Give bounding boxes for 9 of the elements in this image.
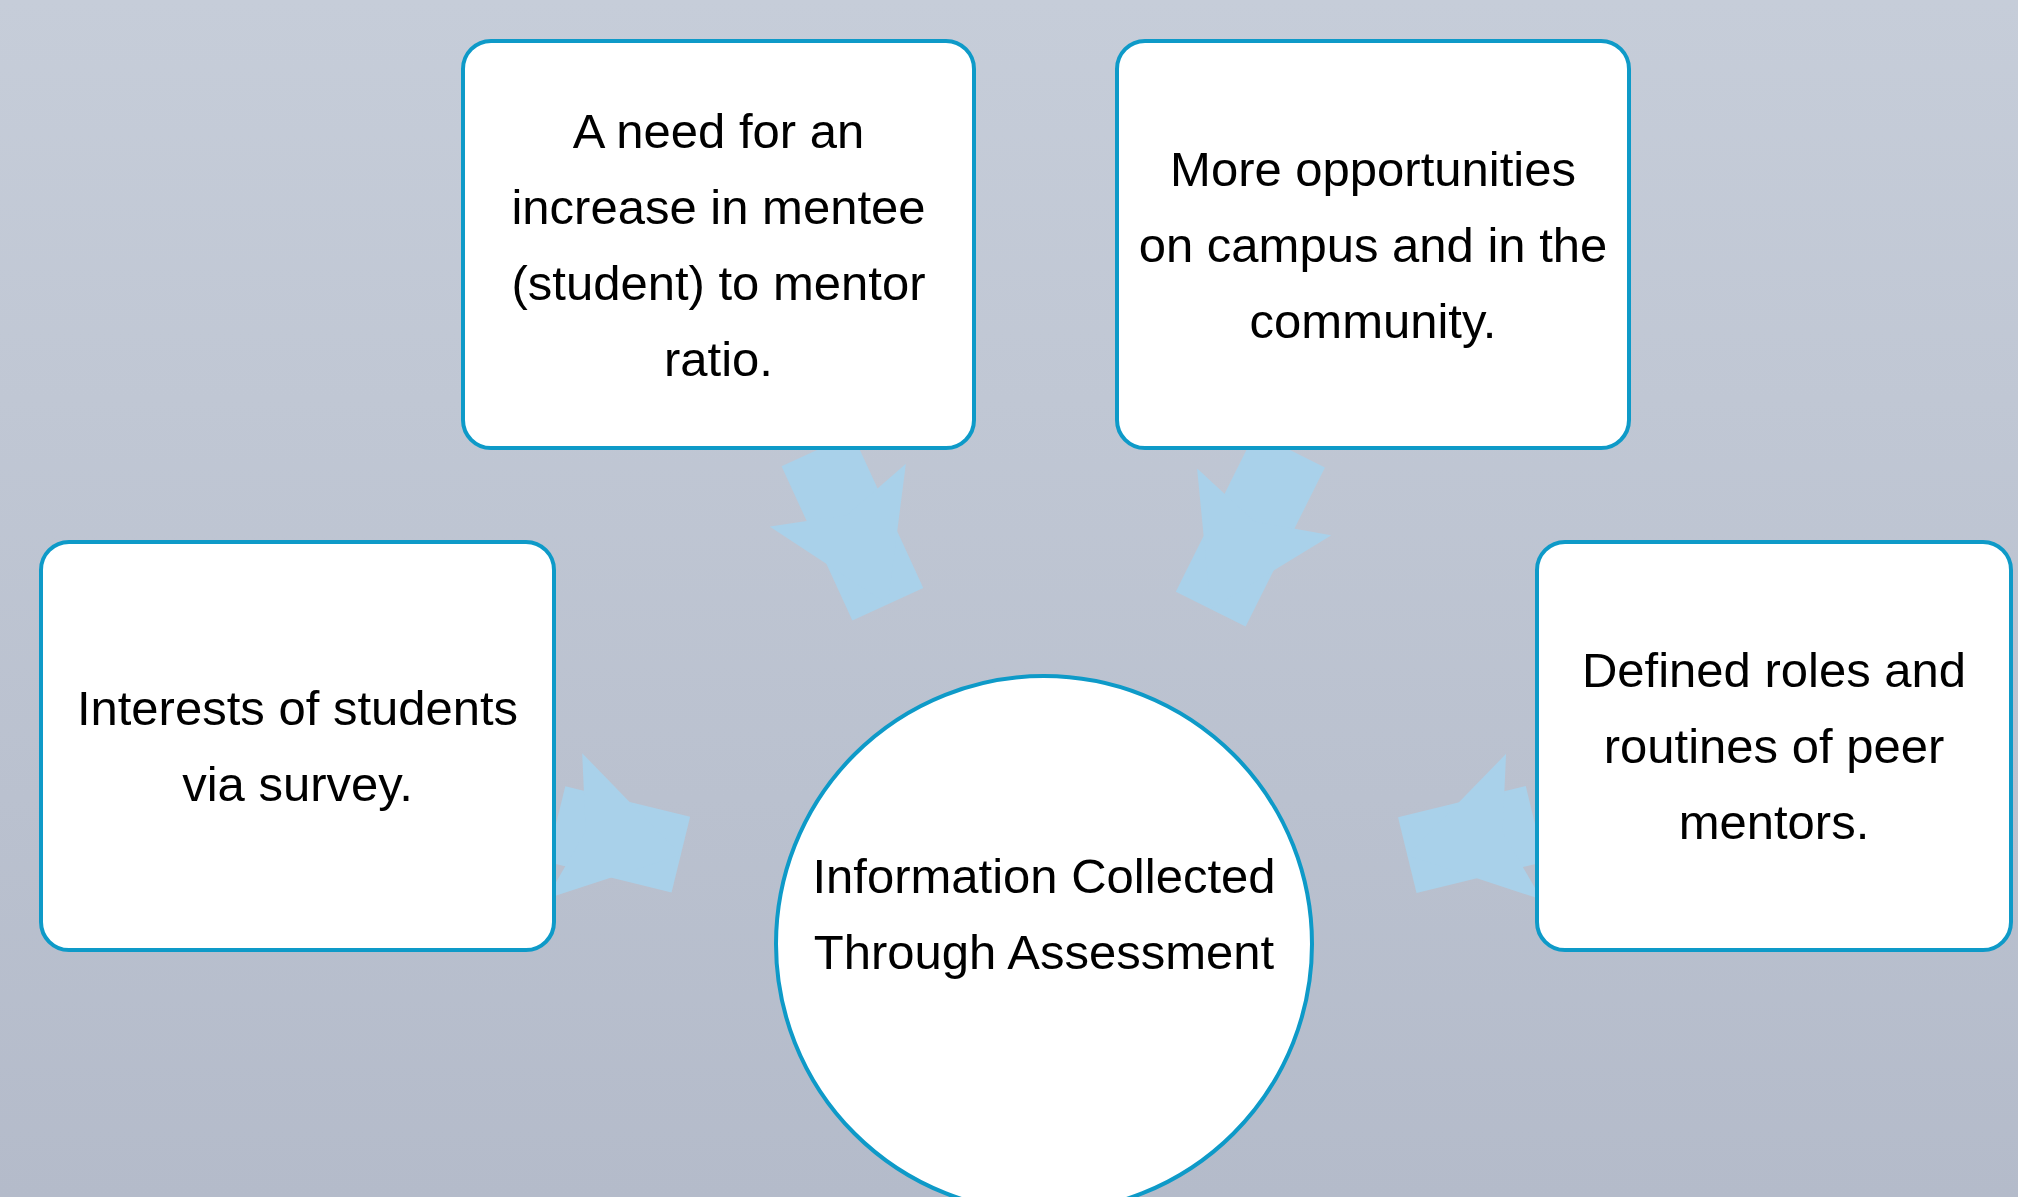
node-text: Defined roles and routines of peer mentors.: [1580, 642, 1968, 851]
node-text: A need for an increase in mentee (student) to mentor ratio.: [510, 102, 927, 388]
node-text: Information Collected Through Assessment: [811, 848, 1277, 981]
node-text: More opportunities on campus and in the community.: [1137, 140, 1609, 350]
text-box: [1535, 540, 2013, 952]
text-box: [1115, 39, 1631, 450]
node-text: Interests of students via survey.: [75, 680, 520, 813]
text-box: [461, 39, 976, 450]
text-box: [39, 540, 556, 952]
